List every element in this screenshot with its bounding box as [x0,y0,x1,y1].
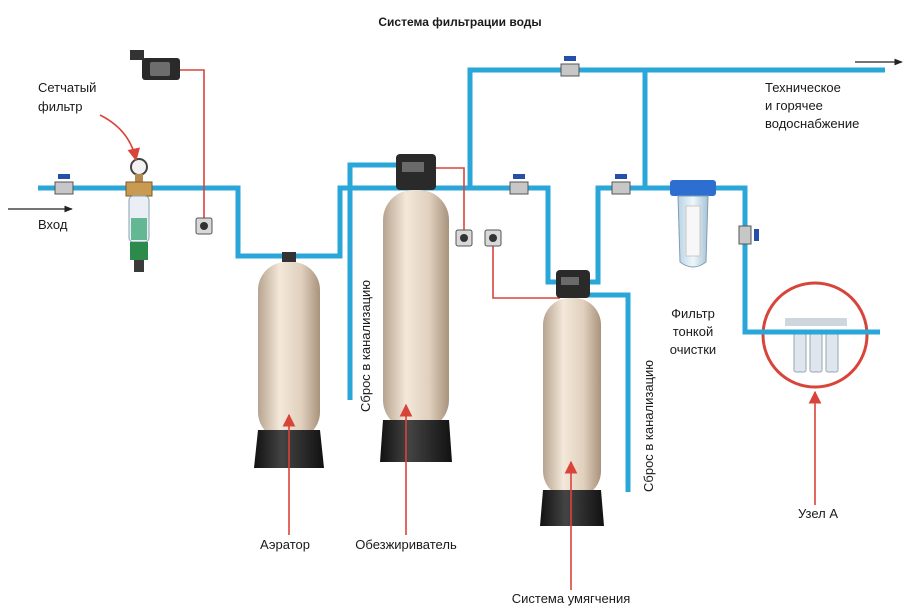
pointer-mesh-filter [99,114,141,162]
label-fine-filter-3: очистки [670,342,716,357]
label-service-water-1: Техническое [765,80,841,95]
label-mesh-filter-2: фильтр [38,99,82,114]
pointer-arrows [99,114,822,590]
ball-valve-2 [560,56,580,77]
control-line-3 [492,238,560,299]
degreaser-tank [380,154,452,462]
ball-valve-3 [509,174,529,195]
label-degreaser: Обезжириватель [355,537,457,552]
fine-filter-icon [670,180,716,268]
degreaser-inlet-pipe [340,162,398,191]
sensor-2 [455,229,473,247]
label-service-water-3: водоснабжение [765,116,859,131]
water-pipes [38,67,885,492]
drain-pipe-2 [588,292,631,492]
label-aerator: Аэратор [260,537,310,552]
label-fine-filter-2: тонкой [673,324,714,339]
ball-valve-1 [54,174,74,195]
ball-valve-5 [738,225,759,245]
softener-tank [540,270,604,526]
main-pipe [38,67,885,259]
mesh-filter-icon [125,158,153,272]
control-lines [180,69,560,299]
diagram-title: Система фильтрации воды [378,15,541,29]
control-line-1 [180,69,205,225]
label-softener: Система умягчения [512,591,631,606]
label-mesh-filter-1: Сетчатый [38,80,96,95]
control-line-2 [430,167,465,238]
ball-valve-4 [611,174,631,195]
sensor-1 [195,217,213,235]
label-drain-1: Сброс в канализацию [358,280,373,412]
label-inlet: Вход [38,217,68,232]
label-service-water-2: и горячее [765,98,823,113]
label-drain-2: Сброс в канализацию [641,360,656,492]
solenoid-valve-icon [130,50,180,80]
label-fine-filter-1: Фильтр [671,306,715,321]
node-a-icon [761,281,869,389]
sensor-3 [484,229,502,247]
softener-inlet-pipe [470,185,560,285]
label-node-a: Узел А [798,506,838,521]
